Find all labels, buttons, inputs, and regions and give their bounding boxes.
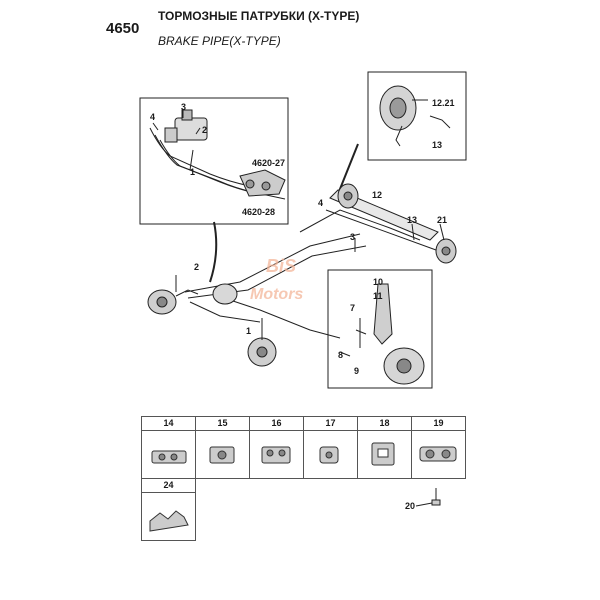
watermark-logo: BiS xyxy=(266,256,297,276)
clip-19-icon xyxy=(419,446,457,462)
callout-2: 2 xyxy=(202,125,208,135)
ref-4620-27: 4620-27 xyxy=(252,158,286,168)
clip-15-icon xyxy=(209,446,235,464)
part-cell-17: 17 xyxy=(303,416,358,479)
part-number: 15 xyxy=(196,417,249,431)
clip-24-icon xyxy=(149,510,189,532)
callout-2-front: 2 xyxy=(194,262,200,272)
rear-drum-drawing xyxy=(379,85,451,147)
callout-10: 10 xyxy=(373,277,384,287)
clip-14-icon xyxy=(151,450,187,464)
clip-16-icon xyxy=(261,446,291,464)
part-cell-24: 24 xyxy=(141,478,196,541)
callout-4: 4 xyxy=(150,112,156,122)
rear-axle-drawing xyxy=(299,183,457,264)
clip-18-icon xyxy=(371,442,395,466)
callout-11: 11 xyxy=(373,291,383,301)
part-cell-16: 16 xyxy=(249,416,304,479)
title-russian: ТОРМОЗНЫЕ ПАТРУБКИ (X-TYPE) xyxy=(158,9,360,23)
part-number: 24 xyxy=(142,479,195,493)
callout-21: 21 xyxy=(437,215,448,225)
callout-12: 12 xyxy=(372,190,383,200)
section-number: 4650 xyxy=(106,20,140,37)
callout-20: 20 xyxy=(405,501,416,511)
front-right-caliper xyxy=(247,318,277,367)
callout-3-axle: 3 xyxy=(350,232,356,242)
title-english: BRAKE PIPE(X-TYPE) xyxy=(158,34,281,48)
parts-grid-row-2: 24 xyxy=(141,478,196,541)
ref-4620-28: 4620-28 xyxy=(242,207,276,217)
callout-1: 1 xyxy=(190,167,196,177)
callout-4-axle: 4 xyxy=(318,198,324,208)
part-number: 18 xyxy=(358,417,411,431)
part-number: 19 xyxy=(412,417,465,431)
part-cell-19: 19 xyxy=(411,416,466,479)
part-number: 14 xyxy=(142,417,195,431)
front-knuckle-drawing xyxy=(339,283,425,385)
inset-front-knuckle xyxy=(327,269,433,389)
watermark-logo-text: Motors xyxy=(250,286,304,303)
inset-rear-drum xyxy=(367,71,467,161)
part-cell-15: 15 xyxy=(195,416,250,479)
grommet-17-icon xyxy=(319,446,339,464)
part-cell-14: 14 xyxy=(141,416,196,479)
part-number: 17 xyxy=(304,417,357,431)
master-cylinder-drawing xyxy=(149,109,286,200)
callout-13-inset: 13 xyxy=(432,140,443,150)
callout-13: 13 xyxy=(407,215,418,225)
bolt-20 xyxy=(415,488,441,507)
part-number: 16 xyxy=(250,417,303,431)
callout-9: 9 xyxy=(354,366,360,376)
callout-12-21: 12.21 xyxy=(432,98,455,108)
callout-3: 3 xyxy=(181,102,187,112)
parts-grid-row-1: 14 15 16 17 18 xyxy=(141,416,466,479)
callout-1-front: 1 xyxy=(246,326,252,336)
part-cell-18: 18 xyxy=(357,416,412,479)
callout-7: 7 xyxy=(350,303,356,313)
proportioning-unit xyxy=(212,283,238,305)
front-left-caliper xyxy=(147,275,199,315)
callout-8: 8 xyxy=(338,350,344,360)
